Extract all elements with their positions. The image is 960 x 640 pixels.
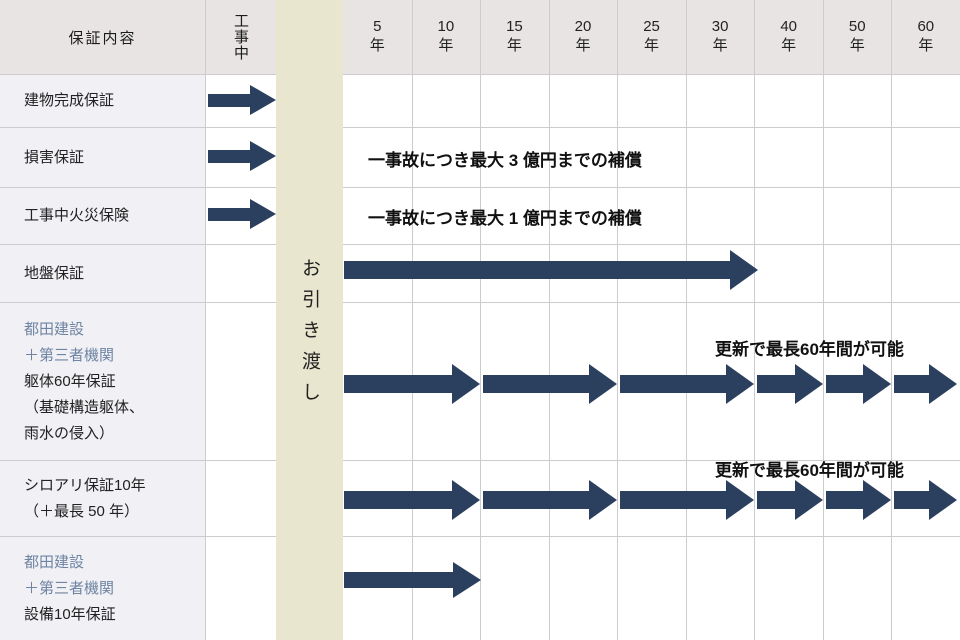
timeline-arrow-termite-seg5	[826, 480, 891, 520]
row-label-ground-warranty: 地盤保証	[0, 245, 205, 302]
warranty-column-header: 保証内容	[68, 29, 137, 47]
row-label-building-completion: 建物完成保証	[0, 75, 205, 127]
row-label-fire-insurance: 工事中火災保険	[0, 188, 205, 244]
column-gridline	[412, 0, 413, 640]
timeline-arrow-structure-seg5	[826, 364, 891, 404]
timeline-arrow-termite-seg4	[757, 480, 823, 520]
column-gridline	[891, 0, 892, 640]
timeline-arrow-structure-seg3	[620, 364, 754, 404]
column-gridline	[617, 0, 618, 640]
timeline-arrow-damage-warranty	[208, 141, 276, 171]
timeline-arrow-structure-seg1	[344, 364, 480, 404]
timeline-arrow-termite-seg1	[344, 480, 480, 520]
row-label-equipment-10y-warranty: 都田建設 ＋第三者機関 設備10年保証	[0, 537, 205, 640]
handover-column	[276, 0, 343, 640]
timeline-arrow-termite-seg2	[483, 480, 617, 520]
annotation-fire-max-coverage: 一事故につき最大 1 億円までの補償	[368, 209, 642, 228]
handover-column-label: お引き渡し	[299, 258, 320, 413]
column-gridline	[480, 0, 481, 640]
column-gridline	[686, 0, 687, 640]
timeline-arrow-fire-insurance	[208, 199, 276, 229]
timeline-arrow-building-completion	[208, 85, 276, 115]
timeline-arrow-ground-warranty	[344, 250, 758, 290]
annotation-damage-max-coverage: 一事故につき最大 3 億円までの補償	[368, 151, 642, 170]
timeline-arrow-structure-seg2	[483, 364, 617, 404]
row-label-termite-warranty: シロアリ保証10年 （＋最長 50 年）	[0, 461, 205, 536]
construction-column-header: 工事中	[205, 0, 276, 74]
timeline-arrow-equipment	[344, 562, 481, 598]
construction-column-header-label: 工事中	[232, 13, 249, 61]
timeline-arrow-termite-seg3	[620, 480, 754, 520]
row-label-structure-60y-warranty: 都田建設 ＋第三者機関 躯体60年保証 （基礎構造躯体、 雨水の侵入）	[0, 303, 205, 460]
timeline-arrow-termite-seg6	[894, 480, 957, 520]
timeline-arrow-structure-seg4	[757, 364, 823, 404]
row-label-damage-warranty: 損害保証	[0, 128, 205, 187]
annotation-structure-renewal: 更新で最長60年間が可能	[715, 340, 904, 359]
column-gridline	[205, 0, 206, 640]
column-gridline	[754, 0, 755, 640]
timeline-arrow-structure-seg6	[894, 364, 957, 404]
annotation-termite-renewal: 更新で最長60年間が可能	[715, 461, 904, 480]
column-gridline	[823, 0, 824, 640]
column-gridline	[549, 0, 550, 640]
